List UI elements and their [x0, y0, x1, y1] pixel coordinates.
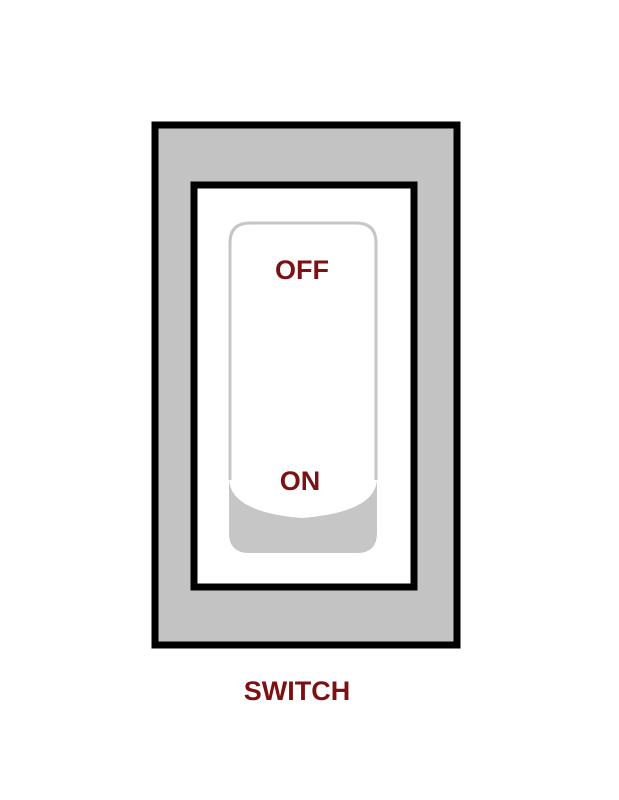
off-label: OFF [275, 255, 329, 285]
rocker-outline [228, 221, 378, 480]
rocker-pressed-shadow [229, 478, 377, 553]
switch-caption: SWITCH [244, 676, 350, 706]
rocker-switch[interactable] [228, 221, 378, 553]
on-label: ON [280, 466, 321, 496]
